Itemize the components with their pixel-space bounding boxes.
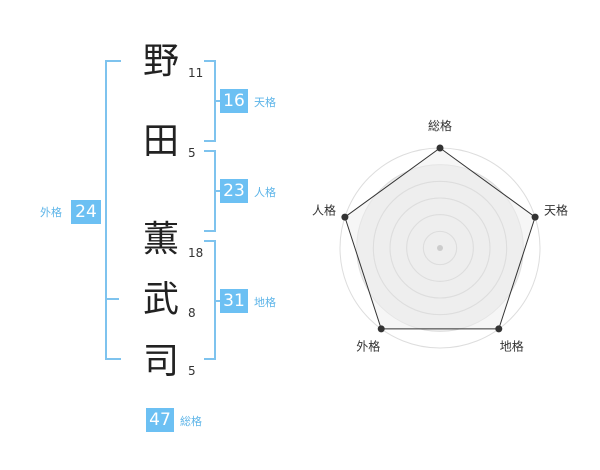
radar-point-2 <box>531 213 539 221</box>
radar-point-3 <box>495 325 503 333</box>
soukaku-badge: 47 <box>146 408 174 432</box>
chikaku-label: 地格 <box>254 296 276 309</box>
tenkaku-label: 天格 <box>254 96 276 109</box>
radar-inner-ring <box>372 180 508 316</box>
name-char-5: 司 <box>142 341 179 382</box>
gaikaku-bracket-tick <box>105 298 119 300</box>
soukaku-label: 総格 <box>180 415 202 428</box>
gaikaku-label: 外格 <box>40 206 62 219</box>
name-char-4: 武 <box>142 279 179 320</box>
radar-axis-label-4: 外格 <box>356 339 380 354</box>
chikaku-bracket-tick <box>214 300 220 302</box>
radar-center <box>437 245 443 251</box>
radar-axis-label-3: 地格 <box>500 339 524 354</box>
name-char-3: 薫 <box>142 219 179 260</box>
stroke-count-3: 18 <box>188 246 204 260</box>
radar-axis-label-1: 総格 <box>428 118 452 133</box>
radar-point-5 <box>341 213 349 221</box>
gaikaku-badge: 24 <box>71 200 101 224</box>
jinkaku-bracket-tick <box>214 190 220 192</box>
tenkaku-bracket-tick <box>214 100 220 102</box>
chikaku-badge: 31 <box>220 289 248 313</box>
stroke-count-5: 5 <box>188 364 196 378</box>
jinkaku-label: 人格 <box>254 186 276 199</box>
radar-inner-ring <box>389 197 491 299</box>
radar-axis-label-5: 人格 <box>312 202 336 217</box>
name-char-1: 野 <box>142 41 179 82</box>
jinkaku-badge: 23 <box>220 179 248 203</box>
tenkaku-badge: 16 <box>220 89 248 113</box>
radar-point-1 <box>436 144 444 152</box>
gaikaku-bracket <box>105 60 121 360</box>
stroke-count-1: 11 <box>188 66 204 80</box>
name-char-2: 田 <box>142 121 179 162</box>
radar-polygon <box>344 147 536 330</box>
radar-point-4 <box>377 325 385 333</box>
radar-axis-label-2: 天格 <box>544 202 568 217</box>
stroke-count-4: 8 <box>188 306 196 320</box>
radar-inner-ring <box>406 214 474 282</box>
stroke-count-2: 5 <box>188 146 196 160</box>
radar-inner-ring <box>422 230 458 266</box>
